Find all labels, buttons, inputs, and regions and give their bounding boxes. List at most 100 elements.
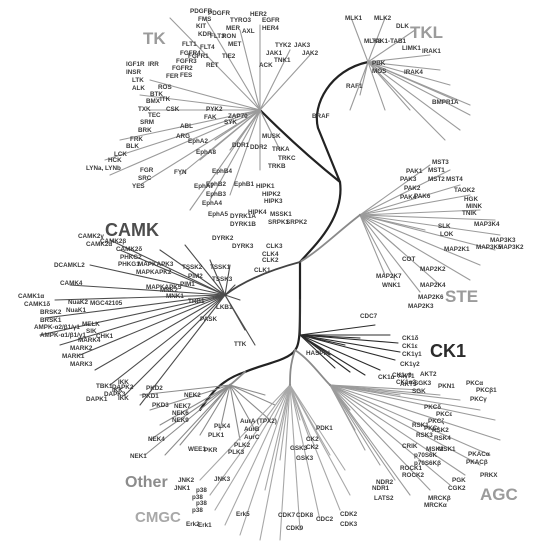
kinase-label: YES: [132, 183, 145, 190]
kinase-label: p38: [192, 494, 203, 501]
branch-tk: [229, 109, 261, 196]
kinase-label: PAK1: [406, 168, 423, 175]
kinase-label: PBK: [372, 60, 386, 67]
kinase-label: DYRK1A: [230, 213, 256, 220]
kinase-label: MAP2K6: [418, 294, 444, 301]
kinase-label: FES: [180, 72, 192, 79]
branch-tkl: [367, 61, 446, 141]
kinase-label: PAK4: [400, 194, 417, 201]
kinase-label: MGC42105: [90, 300, 123, 307]
kinase-label: CK1α2: [396, 379, 416, 386]
branch-tk: [119, 109, 261, 141]
branch-other: [179, 384, 231, 446]
kinase-label: JNK3: [214, 476, 231, 483]
branch-cmgc: [289, 384, 321, 521]
branch-ste: [359, 214, 386, 276]
kinase-label: FLT1: [182, 41, 197, 48]
kinase-label: IGF1R: [126, 61, 145, 68]
branch-ste: [359, 214, 501, 236]
kinase-label: INSR: [126, 69, 141, 76]
group-label-ck1: CK1: [430, 341, 466, 361]
kinase-label: PKCε: [436, 411, 452, 418]
branch-agc: [329, 384, 466, 476]
kinase-label: PKD2: [146, 385, 163, 392]
kinase-label: CRIK: [402, 443, 418, 450]
kinase-label: IKK: [112, 387, 123, 394]
kinase-label: MRCKβ: [428, 495, 451, 502]
kinase-label: MARK2: [70, 345, 93, 352]
kinase-label: LOK: [440, 231, 454, 238]
branch-other: [149, 384, 231, 441]
kinase-label: HIPK4: [248, 209, 267, 216]
branch-tkl: [367, 61, 411, 111]
group-label-ste: STE: [445, 287, 478, 306]
kinase-label: MER: [226, 25, 240, 32]
kinase-label: CAMK2γ: [78, 233, 104, 240]
kinase-label: MLK1: [345, 15, 363, 22]
kinase-label: MAP2K1: [444, 246, 470, 253]
kinase-label: TTK: [234, 341, 247, 348]
kinase-label: MST1: [428, 167, 445, 174]
kinase-label: MAP2K3: [408, 303, 434, 310]
kinase-label: MSK1: [438, 446, 456, 453]
branch-ste: [359, 164, 431, 216]
branch-tk: [199, 109, 261, 161]
kinase-label: PLK4: [214, 423, 231, 430]
kinase-label: HIPK2: [262, 191, 281, 198]
kinase-label: NEK7: [174, 403, 191, 410]
kinase-label: MINK: [466, 203, 483, 210]
kinase-label: AurA (TPX2): [240, 418, 277, 425]
branch-other: [199, 384, 231, 436]
kinase-label: MST4: [446, 176, 463, 183]
kinase-label: TSSK3: [212, 276, 233, 283]
branch-other: [149, 384, 231, 411]
branch-camk: [44, 294, 226, 319]
branch-cmgc: [264, 384, 291, 491]
kinase-label: MUSK: [262, 133, 281, 140]
kinase-label: MAPKAPK2: [136, 269, 172, 276]
kinase-label: CSK: [166, 106, 180, 113]
kinase-label: ROCK2: [402, 472, 425, 479]
branch-tkl: [367, 61, 451, 86]
kinase-label: MAPKAPK3: [138, 261, 174, 268]
arm-agc: [294, 349, 331, 386]
branch-camk: [224, 294, 256, 346]
kinase-label: SRPK1: [268, 219, 289, 226]
branch-tk: [259, 109, 281, 151]
branch-tkl: [367, 17, 386, 63]
kinase-label: MSK2: [426, 446, 444, 453]
kinase-label: SGK3: [414, 380, 432, 387]
branch-ste: [359, 214, 426, 231]
kinase-label: CLK1: [254, 267, 271, 274]
kinase-label: TIE2: [222, 53, 236, 60]
kinase-label: CK2: [306, 444, 319, 451]
kinase-label: ACK: [259, 62, 273, 69]
branch-tkl: [367, 61, 461, 131]
kinase-label: PAK3: [400, 176, 417, 183]
kinase-label: p70S6Kβ: [414, 460, 441, 467]
kinase-label: PDGFR: [190, 8, 212, 15]
kinase-label: WEE1: [188, 446, 206, 453]
kinase-label: EphA2: [188, 138, 208, 145]
branch-tk: [209, 109, 261, 201]
kinase-label: COT: [402, 256, 415, 263]
kinase-label: TSSK2: [182, 264, 203, 271]
kinase-label: DAPK1: [86, 396, 108, 403]
kinase-label: PKCγ: [470, 396, 487, 403]
kinase-label: DYRK3: [232, 243, 254, 250]
kinase-label: LIMK1: [402, 45, 421, 52]
kinase-label: TEC: [148, 112, 161, 119]
kinase-label: ROCK1: [400, 465, 423, 472]
kinase-label: MAPKAPK5: [146, 284, 182, 291]
kinase-label: TYK2: [275, 42, 292, 49]
branch-tkl: [351, 19, 369, 63]
kinase-label: SRM: [140, 119, 154, 126]
kinase-label: EphA4: [202, 200, 222, 207]
branch-tk: [139, 94, 261, 111]
branch-tkl: [367, 61, 471, 116]
kinase-label: TRB1: [188, 298, 205, 305]
branch-camk: [59, 294, 226, 346]
kinase-label: PKCα: [466, 380, 483, 387]
kinase-label: NDR2: [376, 479, 394, 486]
